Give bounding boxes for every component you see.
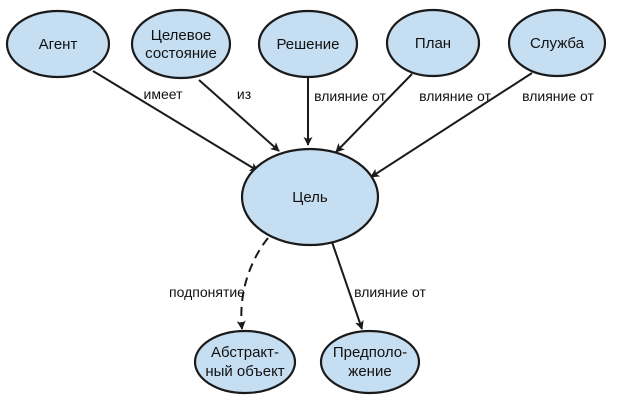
- edge-plan-goal: влияние от: [335, 73, 491, 153]
- svg-text:Агент: Агент: [39, 36, 78, 53]
- node-plan: План: [385, 8, 481, 78]
- node-goal: Цель: [240, 147, 380, 247]
- node-service: Служба: [507, 8, 607, 78]
- edge-label-target-state-goal: из: [237, 86, 251, 102]
- node-target-state: Целевое состояние: [130, 8, 232, 80]
- svg-text:Решение: Решение: [276, 36, 339, 53]
- edge-label-goal-assumption: влияние от: [354, 284, 426, 300]
- edge-label-goal-abstract-object: подпонятие: [169, 284, 245, 300]
- edge-label-agent-goal: имеет: [144, 86, 184, 102]
- edge-decision-goal: влияние от: [303, 72, 386, 146]
- node-decision: Решение: [257, 9, 359, 79]
- edge-target-state-goal: из: [198, 79, 280, 152]
- svg-text:состояние: состояние: [145, 45, 217, 62]
- svg-text:План: План: [415, 35, 451, 52]
- node-agent: Агент: [5, 9, 111, 79]
- svg-text:жение: жение: [348, 363, 391, 380]
- edge-label-service-goal: влияние от: [522, 88, 594, 104]
- edge-service-goal: влияние от: [370, 72, 594, 178]
- node-assumption: Предполо- жение: [319, 329, 421, 395]
- edge-label-decision-goal: влияние от: [314, 88, 386, 104]
- svg-text:Целевое: Целевое: [151, 27, 212, 44]
- svg-text:Абстракт-: Абстракт-: [211, 344, 279, 361]
- edge-label-plan-goal: влияние от: [419, 88, 491, 104]
- svg-text:Предполо-: Предполо-: [333, 344, 407, 361]
- svg-text:Служба: Служба: [530, 35, 585, 52]
- edge-agent-goal: имеет: [92, 70, 259, 172]
- svg-text:Цель: Цель: [292, 189, 328, 206]
- svg-text:ный объект: ный объект: [205, 363, 284, 380]
- edge-goal-abstract-object: подпонятие: [169, 237, 269, 330]
- edge-goal-assumption: влияние от: [331, 241, 426, 330]
- node-abstract-object: Абстракт- ный объект: [193, 329, 297, 395]
